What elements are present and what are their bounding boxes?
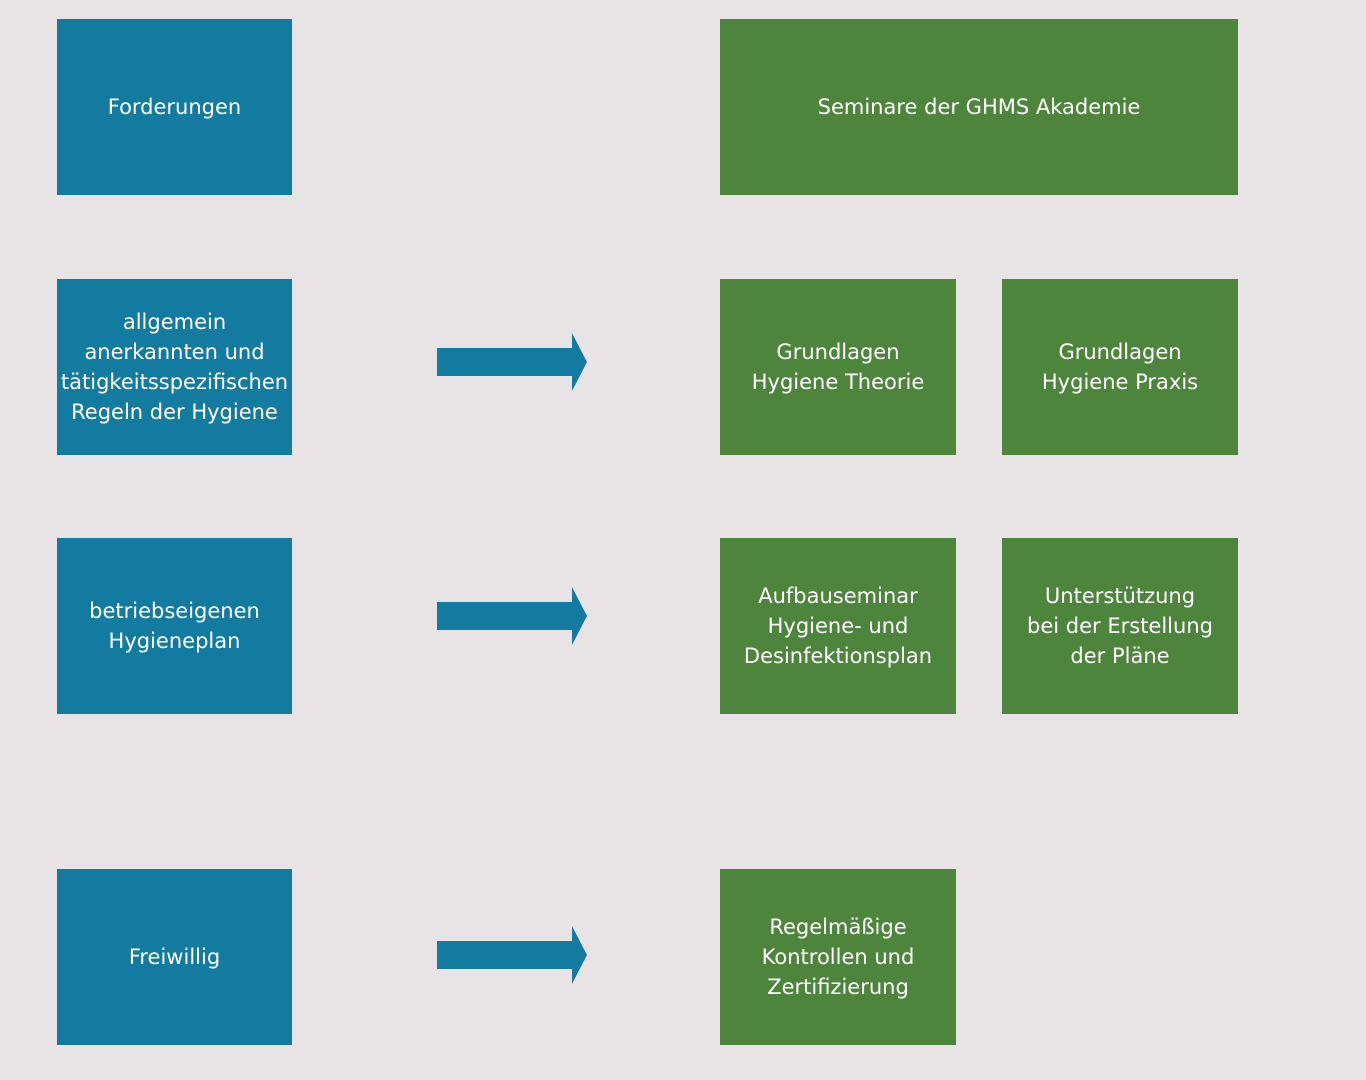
header-seminare: Seminare der GHMS Akademie: [720, 19, 1238, 195]
seminar-box-advanced-seminar: Aufbauseminar Hygiene- und Desinfektions…: [720, 538, 956, 714]
seminar-box-plan-support: Unterstützung bei der Erstellung der Plä…: [1002, 538, 1238, 714]
seminar-box-basics-practice: Grundlagen Hygiene Praxis: [1002, 279, 1238, 455]
seminar-box-basics-theory: Grundlagen Hygiene Theorie: [720, 279, 956, 455]
seminar-box-controls-certification: Regelmäßige Kontrollen und Zertifizierun…: [720, 869, 956, 1045]
right-arrow-icon: [437, 587, 587, 645]
requirement-box-general-rules: allgemein anerkannten und tätigkeitsspez…: [57, 279, 292, 455]
requirement-box-hygiene-plan: betriebseigenen Hygieneplan: [57, 538, 292, 714]
header-forderungen: Forderungen: [57, 19, 292, 195]
requirement-box-voluntary: Freiwillig: [57, 869, 292, 1045]
right-arrow-icon: [437, 333, 587, 391]
right-arrow-icon: [437, 926, 587, 984]
